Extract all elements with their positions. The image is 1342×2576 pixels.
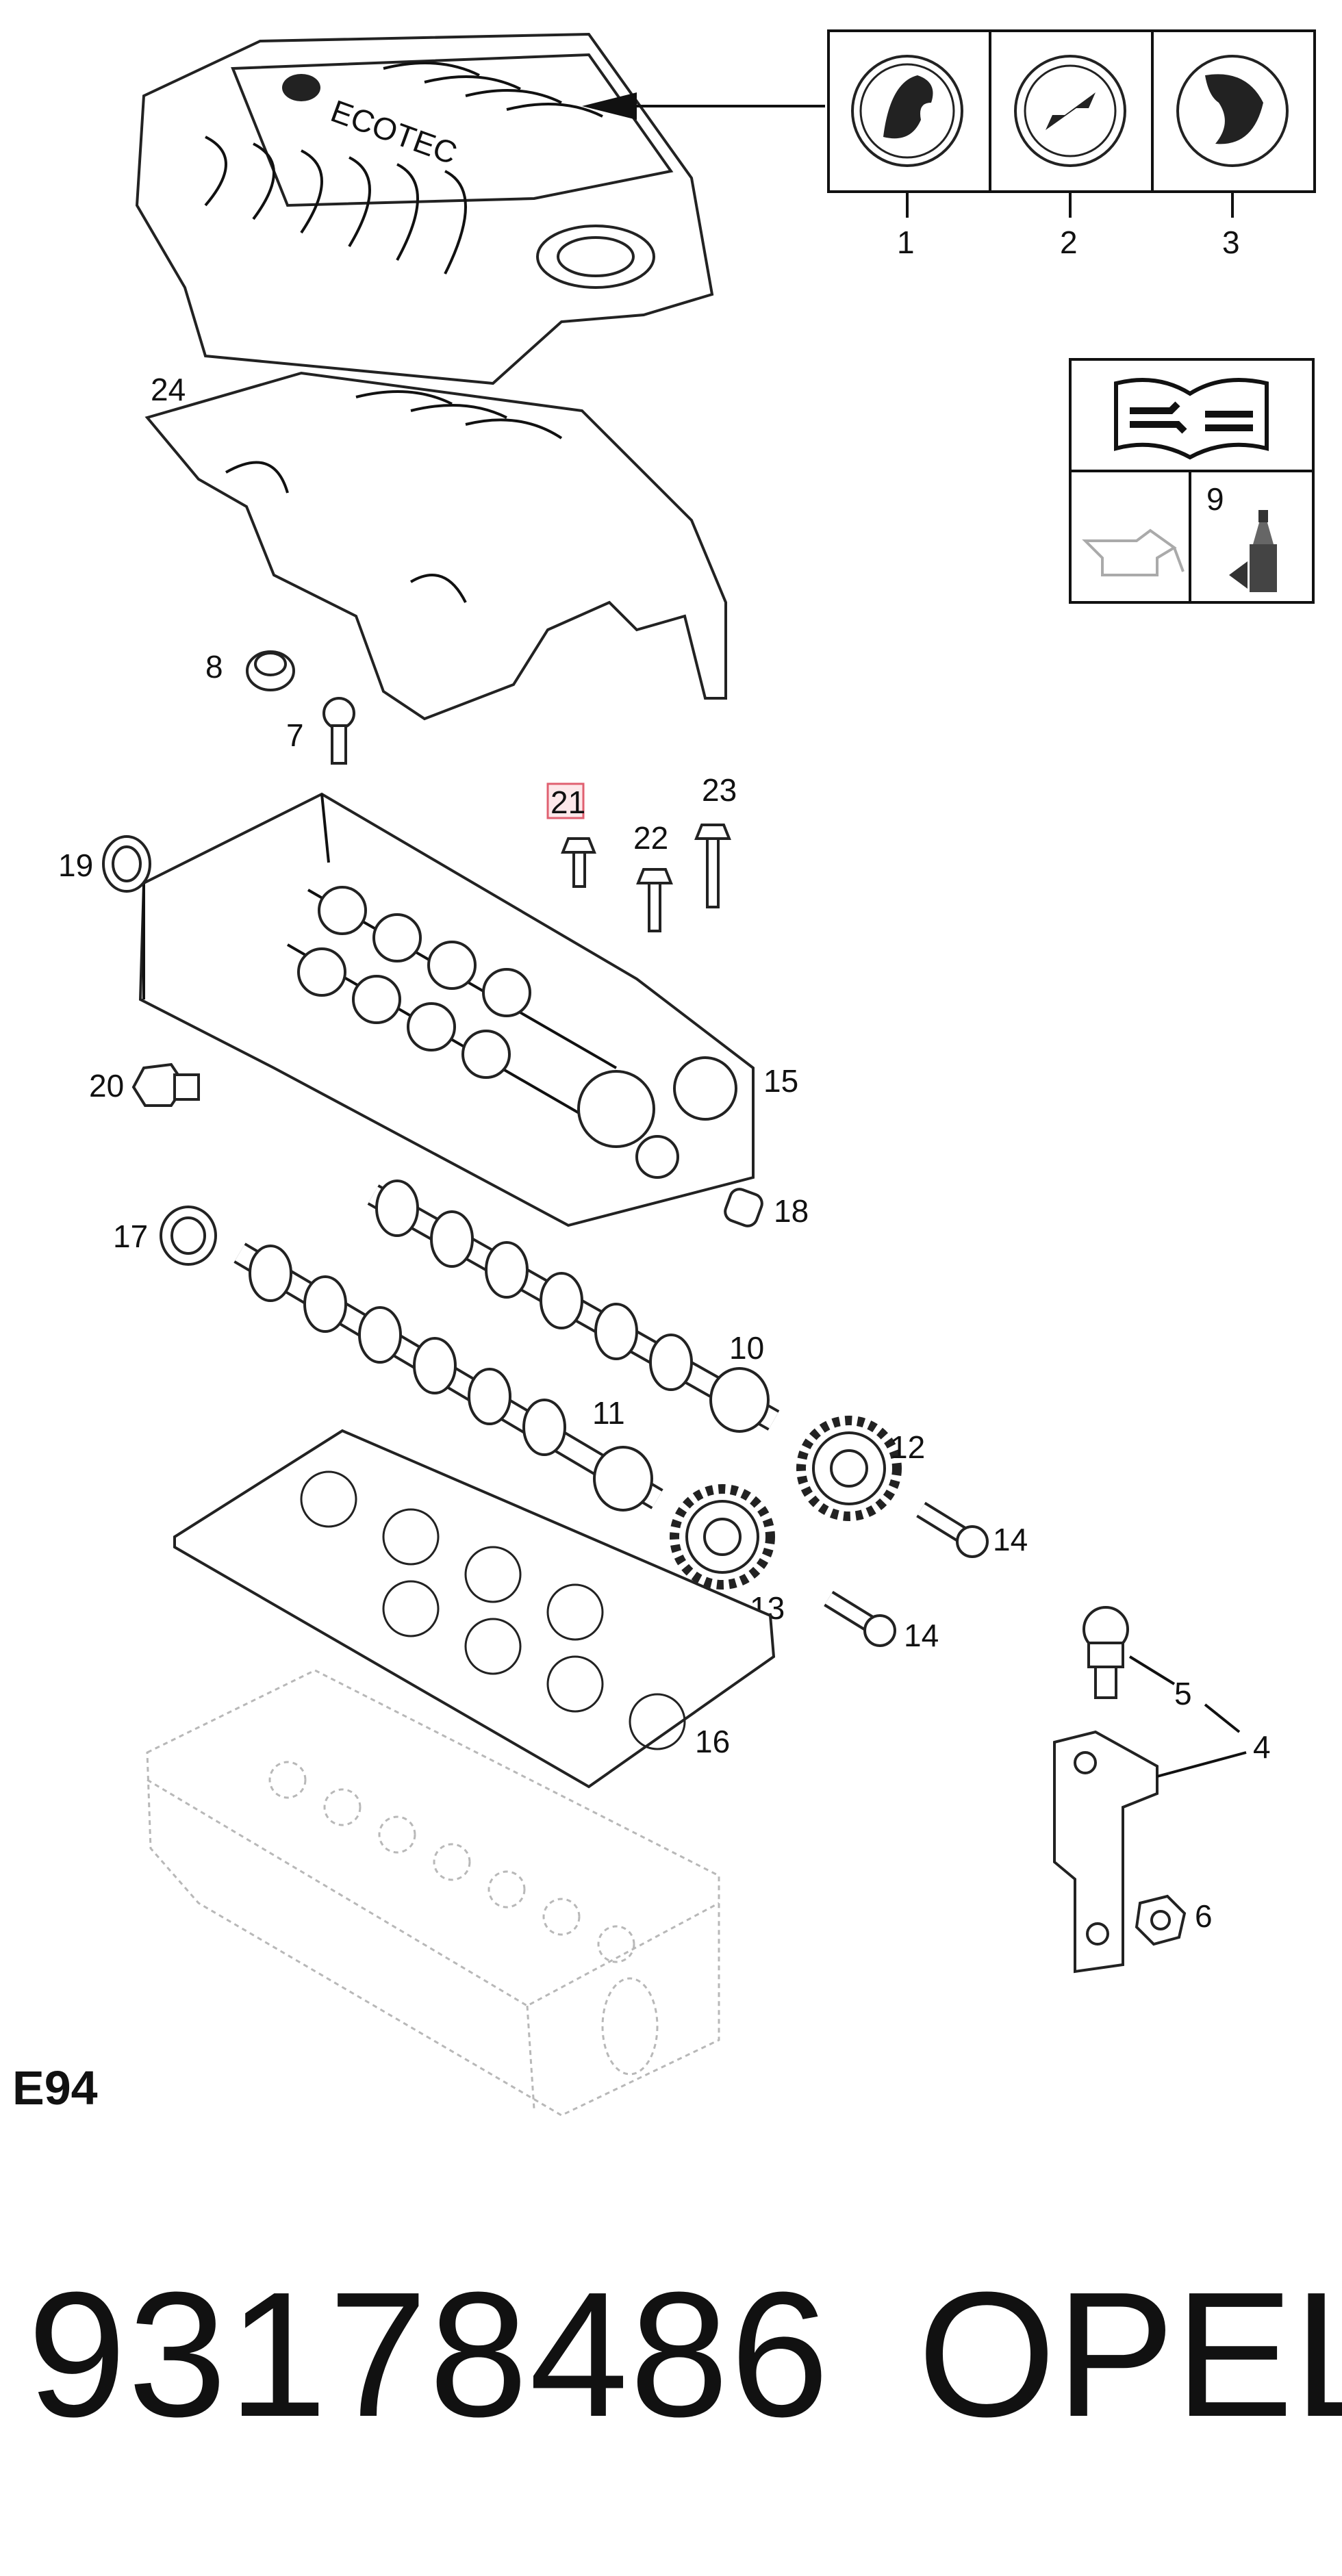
brand-name: OPEL (917, 2256, 1342, 2454)
camshaft-housing[interactable] (138, 792, 755, 1227)
nut-6[interactable] (1135, 1894, 1187, 1946)
callout-18: 18 (774, 1193, 809, 1229)
callout-20: 20 (89, 1068, 124, 1104)
bolt-23-part[interactable] (694, 824, 731, 908)
callout-16: 16 (695, 1724, 730, 1759)
callout-5: 5 (1174, 1676, 1192, 1711)
part-number: 93178486 (27, 2256, 831, 2454)
bolt-21-part[interactable] (561, 837, 596, 888)
leader-4-upper (1204, 1703, 1241, 1733)
holden-lion-icon[interactable] (1176, 55, 1289, 167)
cam-gear-13[interactable] (670, 1484, 775, 1590)
section-code: E94 (12, 2061, 98, 2115)
callout-3: 3 (1222, 225, 1240, 260)
engine-cover[interactable]: ECOTEC (135, 32, 714, 385)
manual-book-icon[interactable] (1114, 378, 1269, 460)
callout-24: 24 (151, 372, 186, 407)
grommet-part[interactable] (246, 650, 295, 691)
sleeve-18[interactable] (722, 1186, 765, 1229)
gear-bolt-14-lower[interactable] (824, 1590, 896, 1647)
arrow-head-icon (582, 92, 637, 120)
vauxhall-griffin-icon[interactable] (851, 55, 963, 167)
oil-seal-17[interactable] (160, 1206, 217, 1266)
opel-lightning-icon[interactable] (1014, 55, 1126, 167)
callout-11: 11 (592, 1395, 625, 1431)
callout-17: 17 (113, 1219, 148, 1254)
oil-can-icon (1082, 528, 1185, 576)
callout-14-upper: 14 (993, 1522, 1028, 1557)
sealant-tube-icon[interactable] (1229, 510, 1277, 592)
leader-5 (1128, 1655, 1176, 1685)
bolt-22-part[interactable] (636, 868, 673, 932)
callout-8: 8 (205, 649, 223, 685)
callout-2: 2 (1060, 225, 1078, 260)
cover-seal[interactable] (144, 371, 727, 721)
callout-23: 23 (702, 772, 737, 808)
camshaft-10[interactable] (367, 1179, 780, 1433)
callout-19: 19 (58, 847, 93, 883)
callout-21[interactable]: 21 (550, 785, 585, 820)
bracket-4[interactable] (1053, 1730, 1159, 1974)
callout-14-lower: 14 (904, 1618, 939, 1653)
ball-stud-part[interactable] (322, 697, 355, 765)
ball-stud-5[interactable] (1083, 1606, 1129, 1699)
callout-22: 22 (633, 820, 668, 856)
plug-20[interactable] (131, 1062, 200, 1107)
callout-21-highlight (546, 782, 585, 819)
callout-12: 12 (890, 1429, 925, 1465)
head-gasket[interactable] (0, 1429, 776, 1789)
callout-1: 1 (897, 225, 915, 260)
callout-6: 6 (1195, 1898, 1213, 1934)
callout-15: 15 (763, 1063, 798, 1099)
oil-seal-19[interactable] (102, 835, 151, 893)
gear-bolt-14-upper[interactable] (916, 1501, 989, 1558)
callout-10: 10 (729, 1330, 764, 1366)
callout-7: 7 (286, 717, 304, 753)
cylinder-head-ghost (146, 1669, 720, 2117)
leader-4 (1156, 1751, 1247, 1778)
camshaft-11[interactable] (233, 1242, 663, 1512)
callout-9: 9 (1206, 481, 1224, 517)
cam-gear-12[interactable] (796, 1416, 902, 1521)
callout-4: 4 (1253, 1729, 1271, 1765)
